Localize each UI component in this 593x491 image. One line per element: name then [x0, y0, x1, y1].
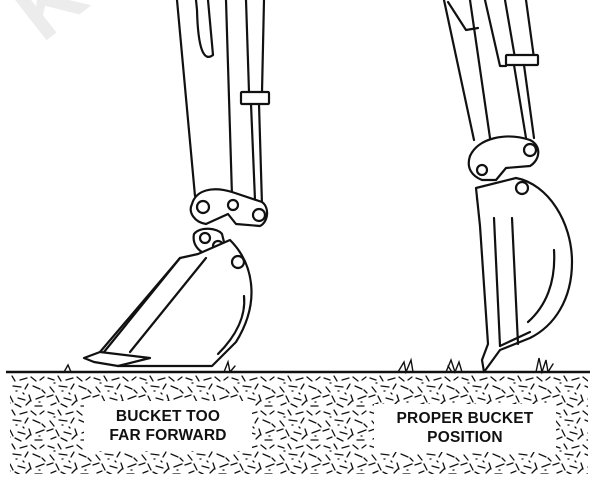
- caption-right-line-1: PROPER BUCKET: [397, 409, 534, 428]
- excavator-arm-left: [177, 0, 269, 256]
- excavator-arm-right: [444, 0, 538, 203]
- caption-bucket-too-far-forward: BUCKET TOO FAR FORWARD: [84, 401, 252, 451]
- caption-proper-bucket-position: PROPER BUCKET POSITION: [374, 404, 556, 452]
- caption-left-line-1: BUCKET TOO: [116, 407, 220, 426]
- caption-left-line-2: FAR FORWARD: [109, 426, 226, 445]
- caption-right-line-2: POSITION: [427, 428, 503, 447]
- excavator-bucket-left: [84, 240, 251, 366]
- excavator-bucket-right: [476, 178, 572, 372]
